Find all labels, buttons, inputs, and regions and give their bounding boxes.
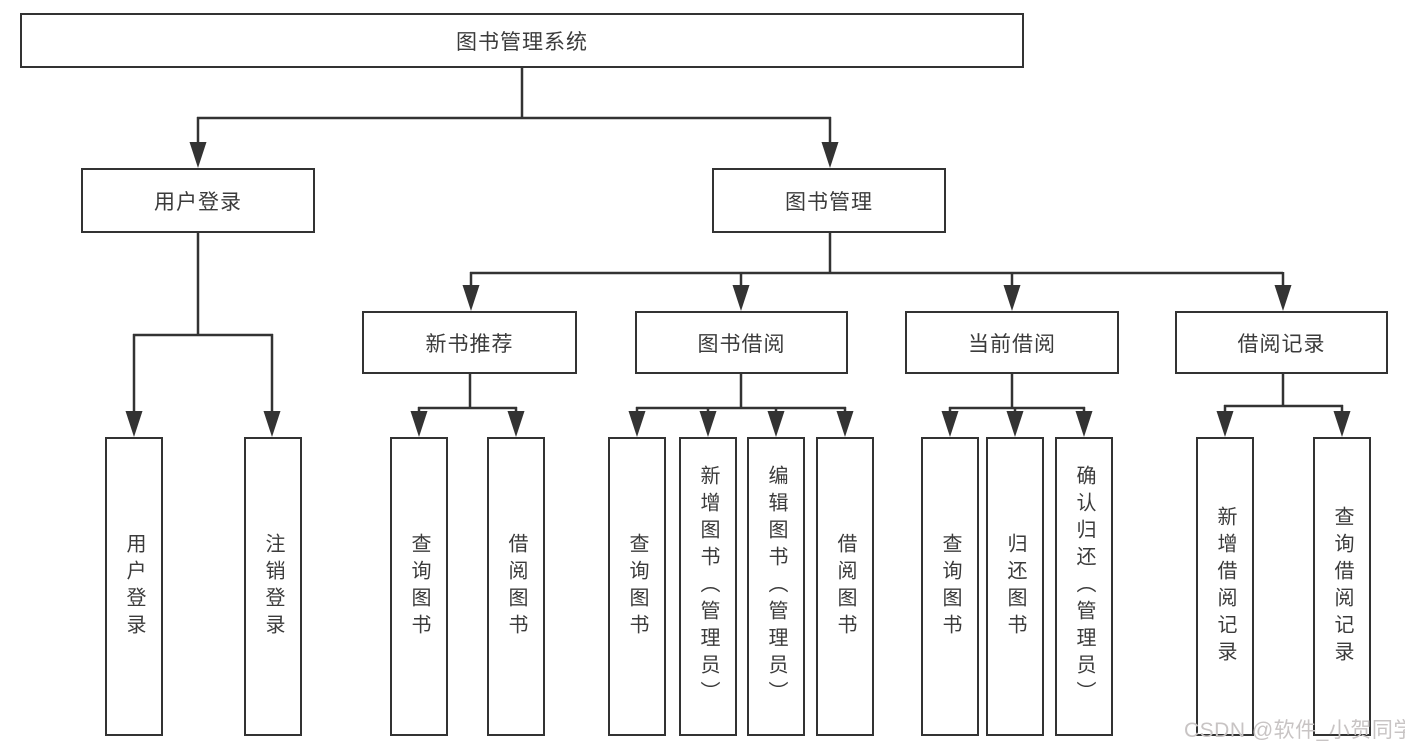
leaf-query-books-borrowing: 查询图书: [608, 437, 666, 736]
leaf-query-books-recommend: 查询图书: [390, 437, 448, 736]
leaf-return-books: 归还图书: [986, 437, 1044, 736]
node-new-book-recommendation: 新书推荐: [362, 311, 577, 374]
leaf-user-login: 用户登录: [105, 437, 163, 736]
csdn-watermark: CSDN @软件_小贺同学: [1184, 719, 1405, 742]
leaf-query-books-current: 查询图书: [921, 437, 979, 736]
leaf-borrow-books: 借阅图书: [816, 437, 874, 736]
node-book-borrowing: 图书借阅: [635, 311, 848, 374]
leaf-borrow-books-recommend: 借阅图书: [487, 437, 545, 736]
node-book-management: 图书管理: [712, 168, 946, 233]
node-library-management-system: 图书管理系统: [20, 13, 1024, 68]
node-borrowing-records: 借阅记录: [1175, 311, 1388, 374]
leaf-add-books-admin: 新增图书（管理员）: [679, 437, 737, 736]
leaf-add-borrow-record: 新增借阅记录: [1196, 437, 1254, 736]
leaf-edit-books-admin: 编辑图书（管理员）: [747, 437, 805, 736]
leaf-confirm-return-admin: 确认归还（管理员）: [1055, 437, 1113, 736]
node-current-borrowing: 当前借阅: [905, 311, 1119, 374]
leaf-logout: 注销登录: [244, 437, 302, 736]
leaf-query-borrow-record: 查询借阅记录: [1313, 437, 1371, 736]
node-user-login: 用户登录: [81, 168, 315, 233]
